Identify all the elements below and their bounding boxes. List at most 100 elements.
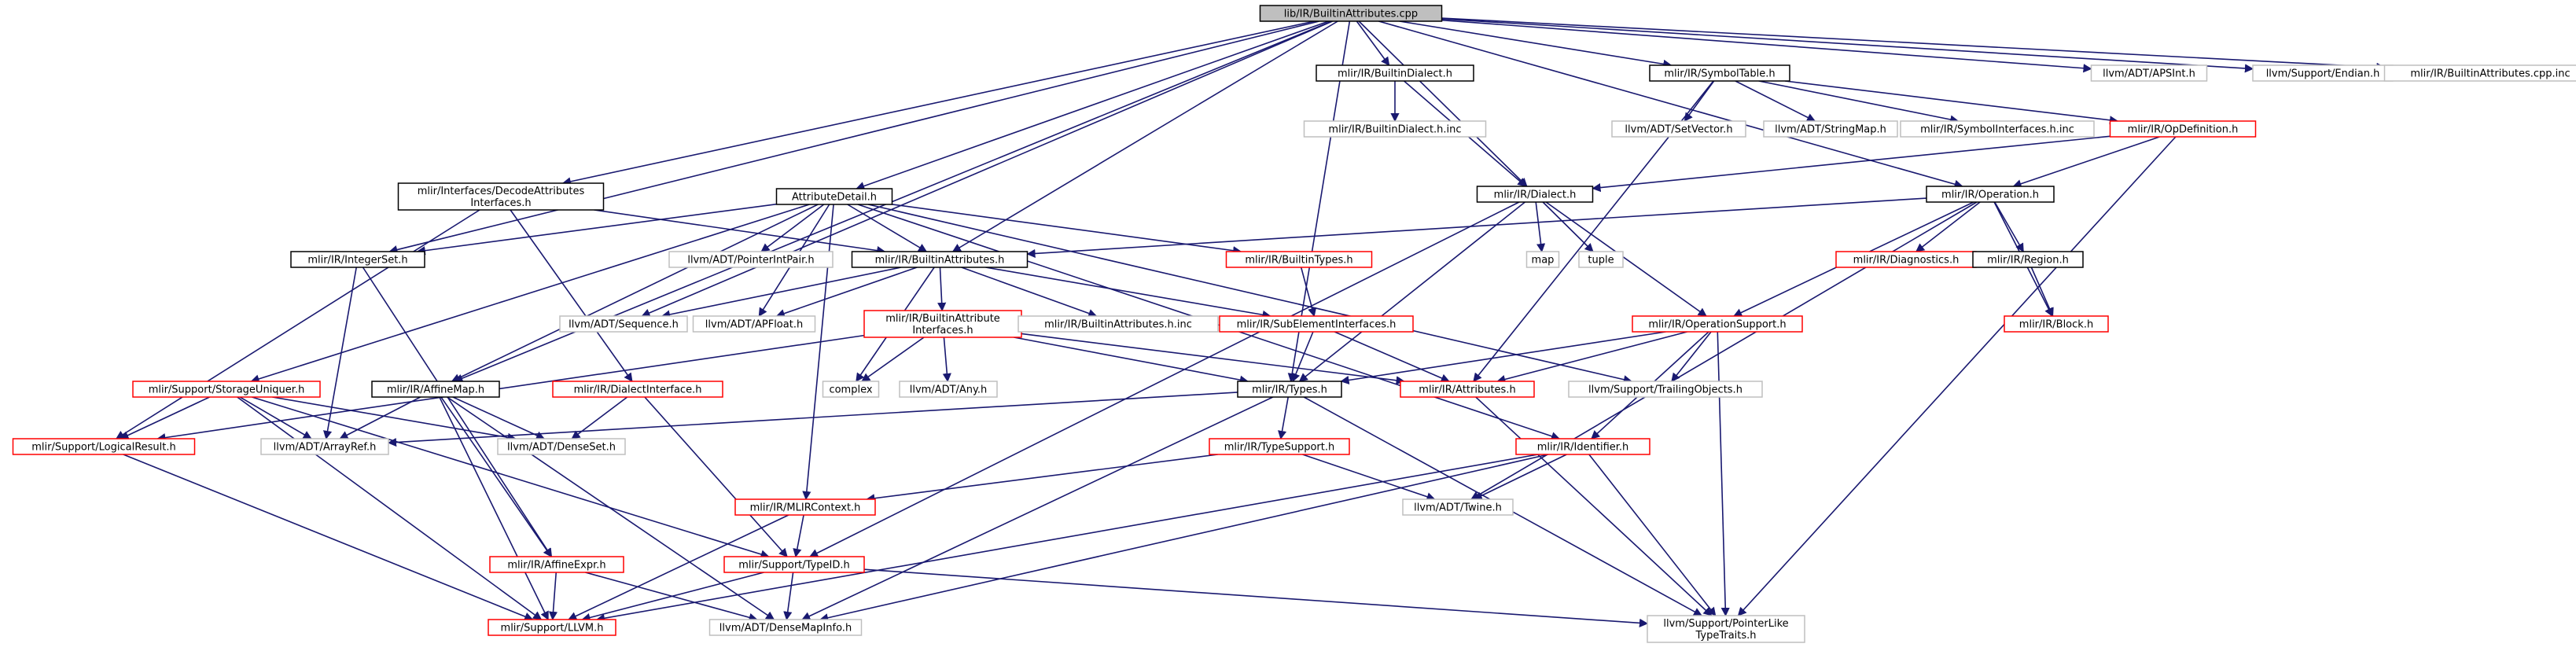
edge-dialectinterface-to-denseset	[571, 396, 628, 440]
node-box	[1476, 186, 1594, 203]
node-box	[708, 619, 863, 636]
edge-integerset-to-affineexpr	[362, 267, 553, 557]
node-affinemap[interactable]: mlir/IR/AffineMap.h	[371, 381, 500, 398]
edge-builtinattrs-to-builtinattrinterfaces	[937, 267, 947, 312]
node-map[interactable]: map	[1525, 251, 1560, 268]
node-builtinattrs[interactable]: mlir/IR/BuiltinAttributes.h	[851, 251, 1029, 268]
node-apsint[interactable]: llvm/ADT/APSInt.h	[2090, 64, 2208, 82]
node-label: llvm/ADT/PointerIntPair.h	[687, 255, 814, 267]
node-subelement[interactable]: mlir/IR/SubElementInterfaces.h	[1219, 315, 1414, 333]
node-llvmh[interactable]: mlir/Support/LLVM.h	[488, 619, 616, 636]
node-tuple[interactable]: tuple	[1578, 251, 1624, 268]
edge-builtinattrs-to-apfloat	[775, 267, 918, 318]
node-sequence[interactable]: llvm/ADT/Sequence.h	[559, 315, 688, 333]
edge-dialect-to-tuple	[1542, 201, 1594, 252]
node-label: llvm/ADT/StringMap.h	[1775, 124, 1886, 136]
node-any[interactable]: llvm/ADT/Any.h	[899, 381, 998, 398]
edge-affinemap-to-affineexpr	[440, 396, 552, 557]
node-endian[interactable]: llvm/Support/Endian.h	[2252, 64, 2394, 82]
node-pointerintpair[interactable]: llvm/ADT/PointerIntPair.h	[668, 251, 834, 268]
node-opdefinition[interactable]: mlir/IR/OpDefinition.h	[2109, 120, 2257, 138]
node-box	[2109, 120, 2257, 138]
edge-mlircontext-to-typeid	[793, 514, 804, 558]
node-box	[734, 498, 876, 516]
node-attrdetail[interactable]: AttributeDetail.h	[775, 188, 893, 205]
node-box	[2004, 315, 2109, 333]
node-storageuniquer[interactable]: mlir/Support/StorageUniquer.h	[132, 381, 321, 398]
edge-attributes-to-pointerlike	[1475, 396, 1713, 616]
node-box	[488, 619, 616, 636]
node-denseset[interactable]: llvm/ADT/DenseSet.h	[497, 438, 626, 455]
node-attrinc[interactable]: mlir/IR/BuiltinAttributes.cpp.inc	[2383, 64, 2576, 82]
node-box	[559, 315, 688, 333]
node-root[interactable]: lib/IR/BuiltinAttributes.cpp	[1259, 5, 1443, 22]
node-symboltable[interactable]: mlir/IR/SymbolTable.h	[1649, 64, 1790, 82]
node-apfloat[interactable]: llvm/ADT/APFloat.h	[692, 315, 816, 333]
node-arrayref[interactable]: llvm/ADT/ArrayRef.h	[260, 438, 389, 455]
edge-symboltable-to-setvector	[1684, 80, 1715, 122]
node-identifier[interactable]: mlir/IR/Identifier.h	[1515, 438, 1650, 455]
node-box	[1018, 315, 1219, 333]
node-builtindialectinc[interactable]: mlir/IR/BuiltinDialect.h.inc	[1303, 120, 1487, 138]
node-integerset[interactable]: mlir/IR/IntegerSet.h	[290, 251, 425, 268]
node-typeid[interactable]: mlir/Support/TypeID.h	[723, 556, 865, 573]
node-stringmap[interactable]: llvm/ADT/StringMap.h	[1763, 120, 1898, 138]
node-affineexpr[interactable]: mlir/IR/AffineExpr.h	[489, 556, 624, 573]
node-label: llvm/ADT/DenseMapInfo.h	[719, 623, 852, 634]
node-label: mlir/IR/SymbolTable.h	[1664, 68, 1775, 80]
node-builtintypes[interactable]: mlir/IR/BuiltinTypes.h	[1225, 251, 1373, 268]
edge-operationsupport-to-pointerlike	[1717, 331, 1730, 617]
node-logicalresult[interactable]: mlir/Support/LogicalResult.h	[12, 438, 196, 455]
node-label: mlir/Support/TypeID.h	[738, 560, 849, 572]
edge-symboltable-to-opdefinition	[1784, 80, 2119, 125]
node-label: mlir/IR/Block.h	[2019, 319, 2093, 331]
node-box	[851, 251, 1029, 268]
node-builtindialect[interactable]: mlir/IR/BuiltinDialect.h	[1316, 64, 1474, 82]
node-symbolinterfaces[interactable]: mlir/IR/SymbolInterfaces.h.inc	[1900, 120, 2095, 138]
node-box	[489, 556, 624, 573]
node-mlircontext[interactable]: mlir/IR/MLIRContext.h	[734, 498, 876, 516]
node-box	[692, 315, 816, 333]
node-box	[2383, 64, 2576, 82]
node-box	[1578, 251, 1624, 268]
node-trailingobjects[interactable]: llvm/Support/TrailingObjects.h	[1568, 381, 1763, 398]
node-box	[2090, 64, 2208, 82]
node-densemapinfo[interactable]: llvm/ADT/DenseMapInfo.h	[708, 619, 863, 636]
node-complex[interactable]: complex	[822, 381, 880, 398]
edge-builtinattrinterfaces-to-complex	[861, 337, 925, 382]
node-region[interactable]: mlir/IR/Region.h	[1972, 251, 2084, 268]
node-box	[1400, 381, 1535, 398]
edge-attrdetail-to-trailingobjects	[867, 204, 1632, 384]
node-attributes[interactable]: mlir/IR/Attributes.h	[1400, 381, 1535, 398]
node-box	[1900, 120, 2095, 138]
edge-region-to-block	[2030, 267, 2054, 318]
edge-types-to-densemapinfo	[801, 396, 1274, 620]
node-setvector[interactable]: llvm/ADT/SetVector.h	[1611, 120, 1746, 138]
node-operation[interactable]: mlir/IR/Operation.h	[1926, 186, 2055, 203]
edge-subelement-to-attributes	[1334, 331, 1450, 383]
node-dialect[interactable]: mlir/IR/Dialect.h	[1476, 186, 1594, 203]
edge-operation-to-region	[1994, 201, 2024, 252]
edge-attrdetail-to-integerset	[416, 203, 777, 256]
node-types[interactable]: mlir/IR/Types.h	[1237, 381, 1342, 398]
node-operationsupport[interactable]: mlir/IR/OperationSupport.h	[1632, 315, 1803, 333]
node-builtinattrsinc[interactable]: mlir/IR/BuiltinAttributes.h.inc	[1018, 315, 1219, 333]
node-decodeattr[interactable]: mlir/Interfaces/DecodeAttributesInterfac…	[397, 182, 605, 211]
node-diagnostics[interactable]: mlir/IR/Diagnostics.h	[1835, 251, 1977, 268]
node-label: mlir/IR/Diagnostics.h	[1853, 255, 1960, 267]
node-block[interactable]: mlir/IR/Block.h	[2004, 315, 2109, 333]
node-label: mlir/IR/AffineExpr.h	[507, 560, 605, 572]
edge-logicalresult-to-llvmh	[123, 454, 534, 621]
node-box	[1402, 498, 1514, 516]
node-label: mlir/IR/BuiltinAttribute	[885, 313, 1000, 325]
edge-dialect-to-types	[1298, 201, 1525, 382]
edge-typeid-to-pointerlike	[863, 568, 1649, 627]
edge-root-to-decodeattr	[561, 20, 1315, 186]
node-twine[interactable]: llvm/ADT/Twine.h	[1402, 498, 1514, 516]
node-dialectinterface[interactable]: mlir/IR/DialectInterface.h	[552, 381, 723, 398]
node-label: mlir/IR/OpDefinition.h	[2128, 124, 2239, 136]
node-typesupport[interactable]: mlir/IR/TypeSupport.h	[1209, 438, 1350, 455]
node-label: mlir/IR/BuiltinDialect.h	[1338, 68, 1452, 80]
